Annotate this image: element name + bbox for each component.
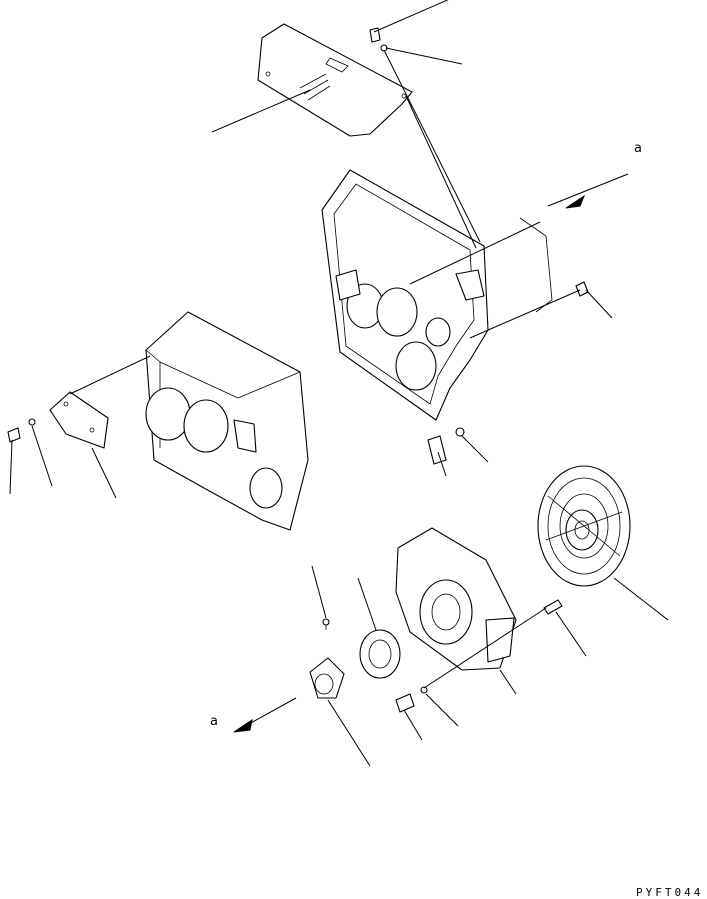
transmission-case [145,311,309,531]
clutch-disc [537,465,631,587]
view-label-bottom: a [210,714,218,729]
flywheel-housing [321,169,553,421]
grease-fitting [322,618,330,630]
view-arrow-bottom [233,718,253,733]
side-plate-bolt [7,418,36,443]
dowel-pin [543,599,563,615]
housing-bolt [427,281,589,465]
leader-lines [9,0,669,767]
clutch-cover [395,527,517,671]
bearing-hub [309,657,345,699]
cover-plate [257,23,413,137]
clutch-bolt [395,686,428,713]
side-plate [49,391,109,449]
release-bearing [359,629,401,679]
drawing-code: PYFT044 [636,886,704,899]
view-label-top: a [634,141,642,156]
cover-bolt [369,27,388,52]
view-arrow-top [565,194,586,209]
